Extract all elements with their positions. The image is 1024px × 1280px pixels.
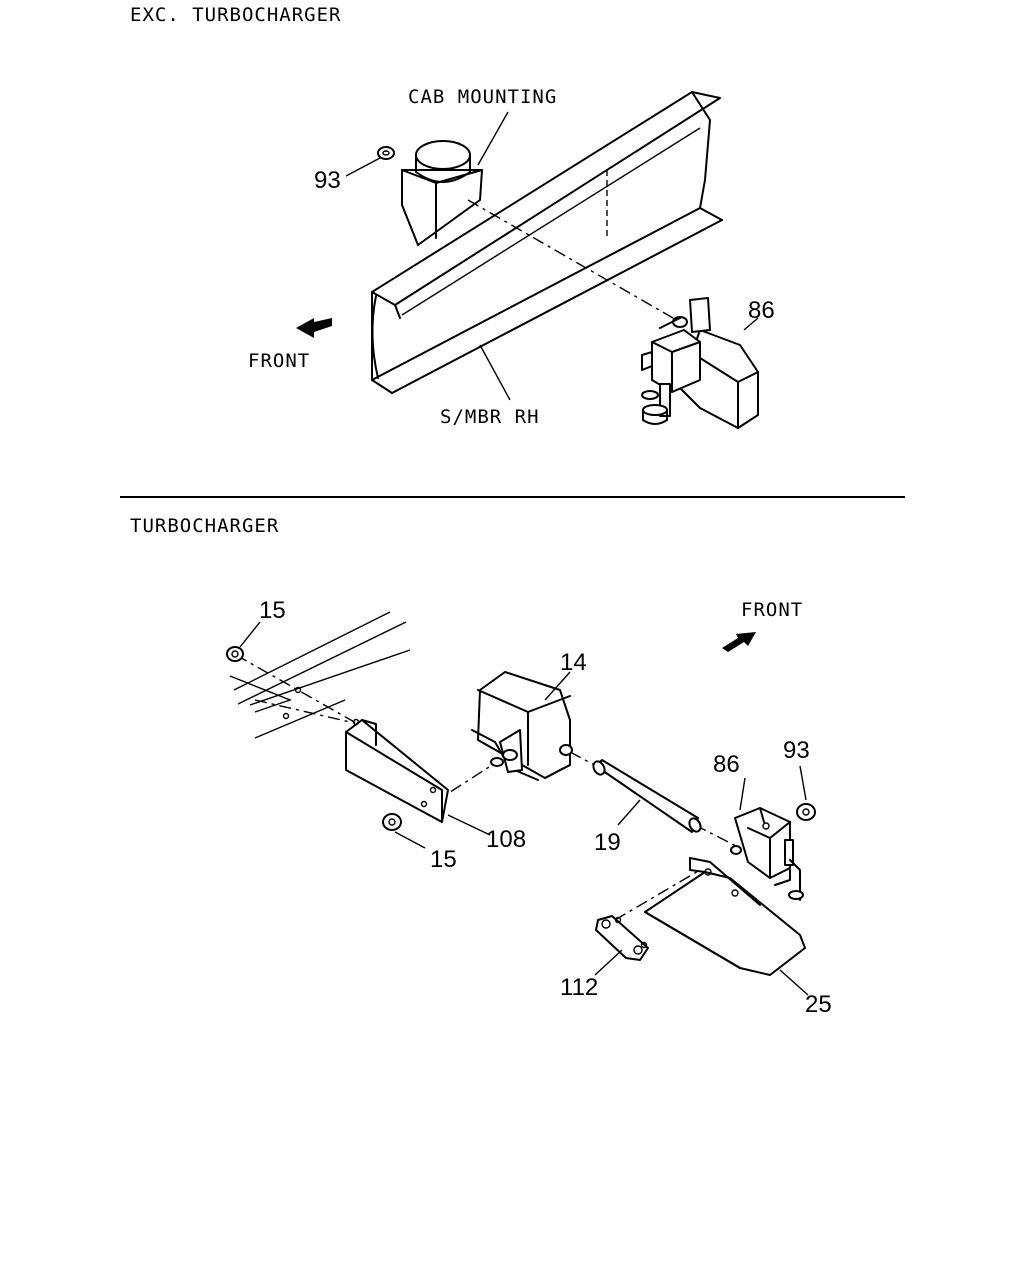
- callout-25: 25: [805, 991, 832, 1018]
- bolt-line-module: [429, 759, 501, 806]
- leader-25: [779, 969, 809, 996]
- front-arrow-icon: [296, 318, 332, 338]
- callout-86-top: 86: [748, 297, 775, 324]
- leader-cab-mounting: [477, 111, 509, 166]
- nut-93: [377, 146, 395, 160]
- bolt-line-lower: [254, 699, 351, 723]
- clip-112: [595, 915, 649, 961]
- section-divider: [120, 496, 905, 498]
- module-14: [471, 671, 573, 781]
- leader-86-bottom: [739, 777, 746, 811]
- cab-mounting-block: [401, 140, 483, 246]
- leader-15-lower: [394, 831, 426, 849]
- callout-86-bottom: 86: [713, 751, 740, 778]
- bracket-86-bottom: [730, 807, 804, 901]
- bracket-86-top: [641, 297, 759, 429]
- label-side-member: S/MBR RH: [440, 406, 540, 428]
- leader-14: [544, 671, 571, 701]
- callout-15-lower: 15: [430, 846, 457, 873]
- label-front-bottom: FRONT: [741, 599, 803, 621]
- leader-smbr: [479, 344, 511, 401]
- section-title-turbocharger: TURBOCHARGER: [130, 515, 280, 537]
- callout-93-top: 93: [314, 167, 341, 194]
- callout-108: 108: [486, 826, 526, 853]
- top-diagram: 93 CAB MOUNTING FRONT S/MBR RH 8: [248, 86, 775, 429]
- label-front-top: FRONT: [248, 350, 310, 372]
- callout-19: 19: [594, 829, 621, 856]
- nut-93-bottom: [796, 803, 816, 821]
- leader-93: [345, 157, 381, 177]
- leader-19: [617, 799, 641, 826]
- bolt-line-tube-right: [694, 824, 741, 849]
- leader-93-bottom: [799, 765, 807, 801]
- frame-lines-bottom: [229, 611, 411, 739]
- front-arrow-icon: [722, 632, 756, 652]
- nut-15-upper: [226, 646, 244, 662]
- bracket-plate-108: [345, 718, 449, 823]
- leader-86-top: [743, 317, 759, 331]
- callout-14: 14: [560, 649, 587, 676]
- section-title-exc-turbocharger: EXC. TURBOCHARGER: [130, 4, 342, 26]
- callout-112: 112: [560, 974, 598, 1001]
- mount-centerline: [467, 199, 681, 323]
- leader-112: [594, 949, 623, 976]
- callout-15-upper: 15: [259, 597, 286, 624]
- nut-15-lower: [382, 813, 402, 831]
- cover-25: [644, 857, 806, 976]
- side-member-frame: [371, 91, 723, 394]
- leader-108: [447, 814, 491, 836]
- leader-15-upper: [239, 621, 261, 648]
- bottom-diagram: 15 108 15: [226, 597, 832, 1018]
- label-cab-mounting: CAB MOUNTING: [408, 86, 557, 108]
- tube-19: [592, 759, 702, 833]
- bolt-line-clip: [614, 869, 701, 921]
- callout-93-bottom: 93: [783, 737, 810, 764]
